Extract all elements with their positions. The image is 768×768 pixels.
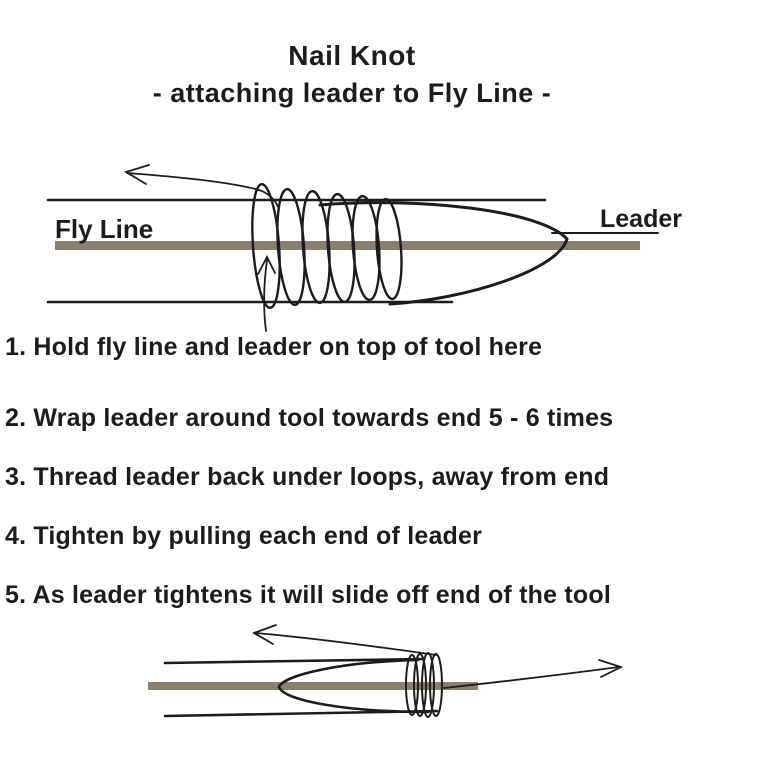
wrap-coil [375, 197, 403, 301]
nail-knot-slide-off-diagram [148, 624, 624, 718]
page-title: Nail Knot [288, 40, 416, 71]
arrow-head-icon [123, 164, 150, 185]
arrow-line [443, 666, 620, 689]
instruction-step-2: 2. Wrap leader around tool towards end 5… [5, 404, 614, 432]
coil [429, 653, 443, 717]
fly-line [55, 241, 640, 250]
nail-knot-main-diagram: Fly Line Leader [46, 164, 682, 332]
slide-off-arrow-left [251, 624, 437, 656]
leader-loop [318, 201, 569, 306]
arrow-head-icon [257, 255, 276, 275]
instructions-list: 1. Hold fly line and leader on top of to… [5, 333, 768, 640]
hold-here-arrow [257, 255, 276, 332]
page-subtitle: - attaching leader to Fly Line - [152, 78, 552, 108]
leader-label: Leader [600, 205, 682, 233]
leader-wraps [251, 182, 403, 310]
arrow-head-icon [251, 624, 277, 645]
wrap-direction-arrow [123, 164, 280, 211]
fly-line-label: Fly Line [55, 214, 153, 244]
arrow-line [263, 259, 268, 332]
wrap-coil [351, 194, 381, 302]
slide-off-arrow-right [443, 659, 624, 689]
instruction-step-3: 3. Thread leader back under loops, away … [5, 463, 610, 491]
leader-loop [277, 658, 430, 714]
fly-line [148, 682, 478, 690]
instruction-step-1: 1. Hold fly line and leader on top of to… [5, 333, 543, 361]
tool-top-line [163, 657, 426, 665]
instruction-step-4: 4. Tighten by pulling each end of leader [5, 522, 483, 550]
coil [405, 654, 419, 716]
arrow-line [255, 632, 437, 656]
coil [413, 653, 427, 717]
arrow-head-icon [598, 659, 624, 678]
diagram-header: Nail Knot - attaching leader to Fly Line… [0, 40, 704, 109]
instruction-step-5: 5. As leader tightens it will slide off … [5, 581, 611, 609]
arrow-line [126, 172, 280, 211]
